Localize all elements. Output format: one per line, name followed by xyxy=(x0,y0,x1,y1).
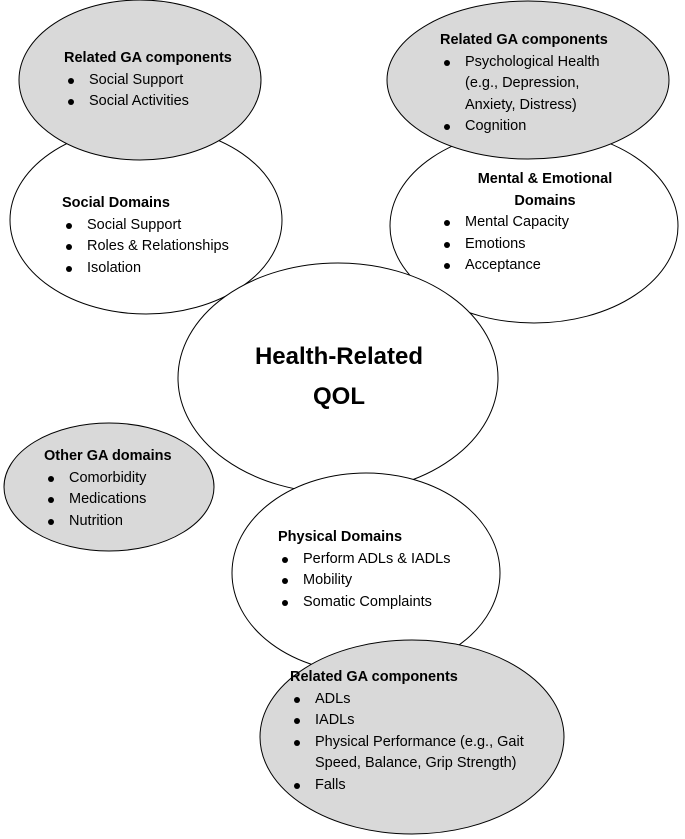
list-item: Cognition xyxy=(440,116,640,138)
other-ga-ellipse xyxy=(3,422,215,552)
physical-domains-text: Physical Domains Perform ADLs & IADLs Mo… xyxy=(278,527,478,613)
list-item: Isolation xyxy=(62,258,252,280)
list-item: Nutrition xyxy=(44,511,194,533)
center-title-line1: Health-Related xyxy=(254,343,424,370)
physical-ga-title: Related GA components xyxy=(290,669,458,685)
center-title: Health-Related QOL xyxy=(180,337,498,417)
list-item: ADLs xyxy=(290,689,550,711)
list-item: Acceptance xyxy=(440,255,640,277)
list-item: Social Activities xyxy=(64,91,244,113)
other-ga-title: Other GA domains xyxy=(44,448,172,464)
psych-ga-ellipse xyxy=(386,0,670,160)
social-ga-title: Related GA components xyxy=(64,50,232,66)
center-title-line2: QOL xyxy=(313,383,365,410)
list-item: Falls xyxy=(290,775,550,797)
list-item: Comorbidity xyxy=(44,468,194,490)
physical-ga-ellipse xyxy=(259,639,565,835)
list-item: Mental Capacity xyxy=(440,212,640,234)
list-item: Perform ADLs & IADLs xyxy=(278,549,478,571)
psych-ga-title: Related GA components xyxy=(440,32,608,48)
social-domains-title: Social Domains xyxy=(62,195,170,211)
list-item: Medications xyxy=(44,489,194,511)
list-item: Emotions xyxy=(440,234,640,256)
list-item: Social Support xyxy=(64,70,244,92)
physical-ga-text: Related GA components ADLs IADLs Physica… xyxy=(290,667,550,796)
social-ga-text: Related GA components Social Support Soc… xyxy=(64,48,244,113)
list-item: Roles & Relationships xyxy=(62,236,252,258)
list-item: Mobility xyxy=(278,570,478,592)
list-item: Psychological Health (e.g., Depression, … xyxy=(440,52,613,117)
physical-domains-title: Physical Domains xyxy=(278,529,403,545)
other-ga-text: Other GA domains Comorbidity Medications… xyxy=(44,446,194,532)
mental-domains-title: Mental & Emotional Domains xyxy=(477,171,613,209)
mental-domains-text: Mental & Emotional Domains Mental Capaci… xyxy=(440,169,640,277)
list-item: IADLs xyxy=(290,710,550,732)
psych-ga-text: Related GA components Psychological Heal… xyxy=(440,30,640,138)
social-ga-ellipse xyxy=(18,0,262,161)
list-item: Physical Performance (e.g., Gait Speed, … xyxy=(290,732,535,775)
list-item: Somatic Complaints xyxy=(278,592,478,614)
social-domains-text: Social Domains Social Support Roles & Re… xyxy=(62,193,252,279)
list-item: Social Support xyxy=(62,215,252,237)
